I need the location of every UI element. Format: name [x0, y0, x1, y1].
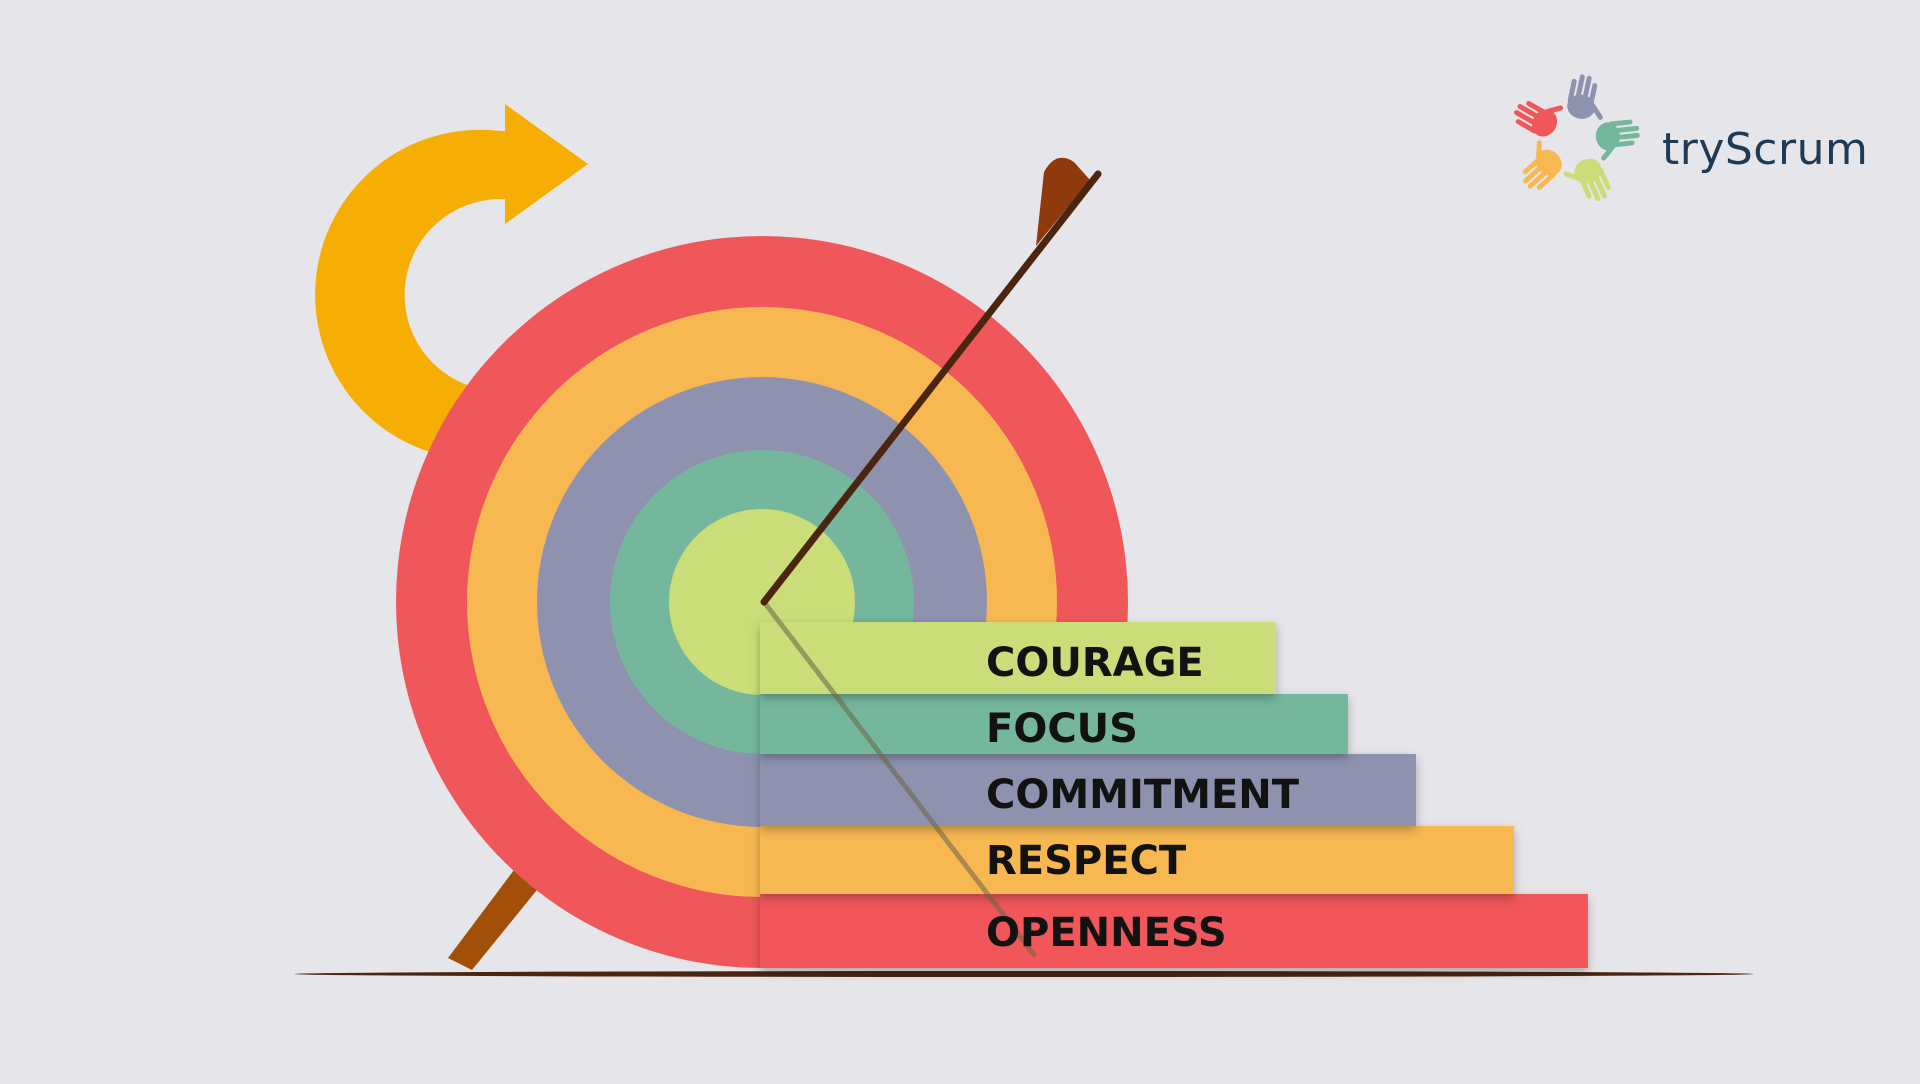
arrow-in-target-icon: [760, 157, 1102, 958]
label-courage: COURAGE: [986, 640, 1204, 686]
hand-shape: [1595, 119, 1640, 161]
hand-shape: [1563, 158, 1611, 202]
five-colored-hands-icon: [1514, 74, 1640, 202]
label-respect: RESPECT: [986, 838, 1187, 884]
hand-shape: [1567, 74, 1603, 120]
label-openness: OPENNESS: [986, 910, 1227, 956]
bar-openness: [760, 894, 1588, 968]
label-commitment: COMMITMENT: [986, 772, 1300, 818]
hand-shape: [1514, 100, 1564, 137]
bar-courage: [760, 622, 1276, 694]
curved-arrow-icon: [315, 104, 588, 452]
bar-respect: [760, 826, 1514, 894]
hand-shape: [1522, 140, 1562, 190]
label-focus: FOCUS: [986, 706, 1138, 752]
ground-line: [294, 971, 1754, 977]
bar-commitment: [760, 754, 1416, 826]
value-labels: COURAGE FOCUS COMMITMENT RESPECT OPENNES…: [986, 640, 1300, 956]
brand-name: tryScrum: [1662, 124, 1869, 175]
target-stand-leg: [448, 862, 545, 970]
value-bars: [760, 622, 1588, 968]
